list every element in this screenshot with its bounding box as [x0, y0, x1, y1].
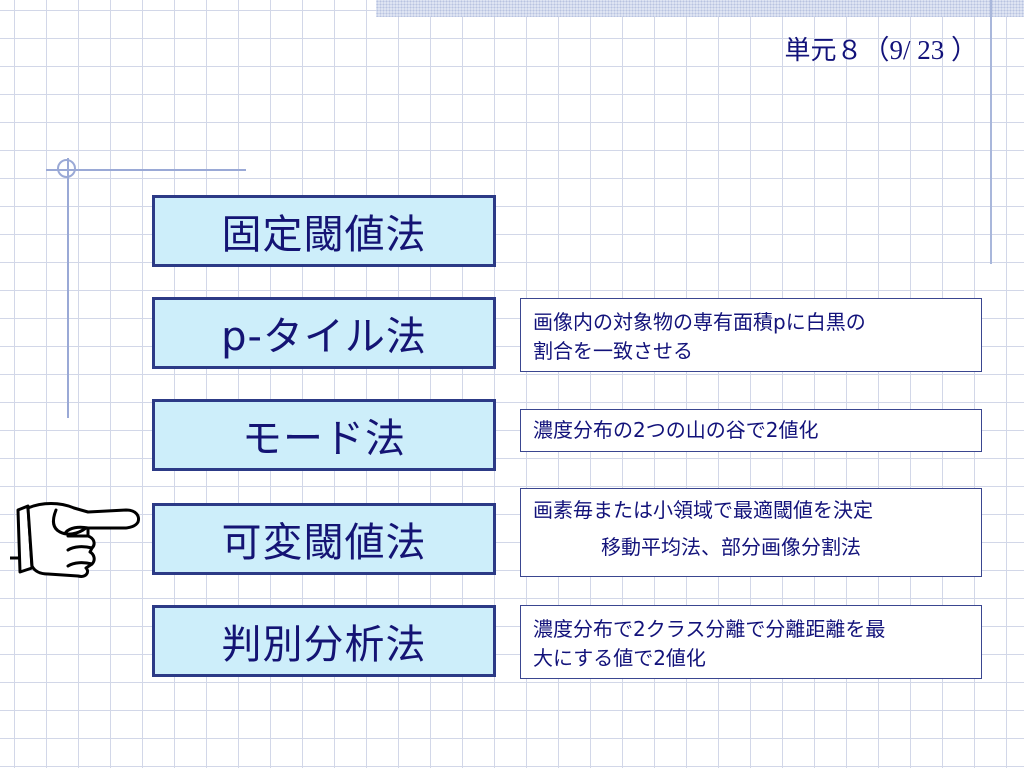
decorative-horizontal-line	[46, 169, 246, 171]
method-box-discriminant-analysis: 判別分析法	[152, 605, 496, 677]
top-decorative-band	[376, 0, 1024, 17]
description-p-tile: 画像内の対象物の専有面積pに白黒の 割合を一致させる	[520, 298, 982, 372]
page-indicator: 単元８（9/ 23 ）	[784, 28, 978, 67]
description-line: 割合を一致させる	[533, 339, 693, 363]
unit-page-number: （9/ 23 ）	[862, 35, 978, 65]
method-label: モード法	[242, 416, 406, 462]
unit-prefix: 単元８	[784, 36, 863, 66]
description-discriminant-analysis: 濃度分布で2クラス分離で分離距離を最 大にする値で2値化	[520, 605, 982, 679]
description-line: 移動平均法、部分画像分割法	[601, 535, 861, 559]
description-line: 画素毎または小領域で最適閾値を決定	[533, 498, 873, 522]
pointing-hand-icon	[10, 502, 140, 578]
method-label: p-タイル法	[221, 314, 427, 360]
method-label: 固定閾値法	[221, 212, 427, 258]
description-line: 大にする値で2値化	[533, 646, 706, 670]
description-mode: 濃度分布の2つの山の谷で2値化	[520, 409, 982, 452]
description-line: 画像内の対象物の専有面積pに白黒の	[533, 310, 866, 334]
method-box-mode: モード法	[152, 399, 496, 471]
description-line: 濃度分布で2クラス分離で分離距離を最	[533, 617, 886, 641]
crosshair-circle-icon	[57, 159, 76, 178]
method-box-p-tile: p-タイル法	[152, 297, 496, 369]
method-box-variable-threshold: 可変閾値法	[152, 503, 496, 575]
description-line: 濃度分布の2つの山の谷で2値化	[533, 418, 819, 442]
method-label: 可変閾値法	[221, 520, 427, 566]
method-box-fixed-threshold: 固定閾値法	[152, 195, 496, 267]
description-variable-threshold: 画素毎または小領域で最適閾値を決定 移動平均法、部分画像分割法	[520, 488, 982, 577]
method-label: 判別分析法	[221, 622, 427, 668]
right-decorative-line	[990, 0, 992, 264]
decorative-vertical-line	[67, 158, 69, 418]
